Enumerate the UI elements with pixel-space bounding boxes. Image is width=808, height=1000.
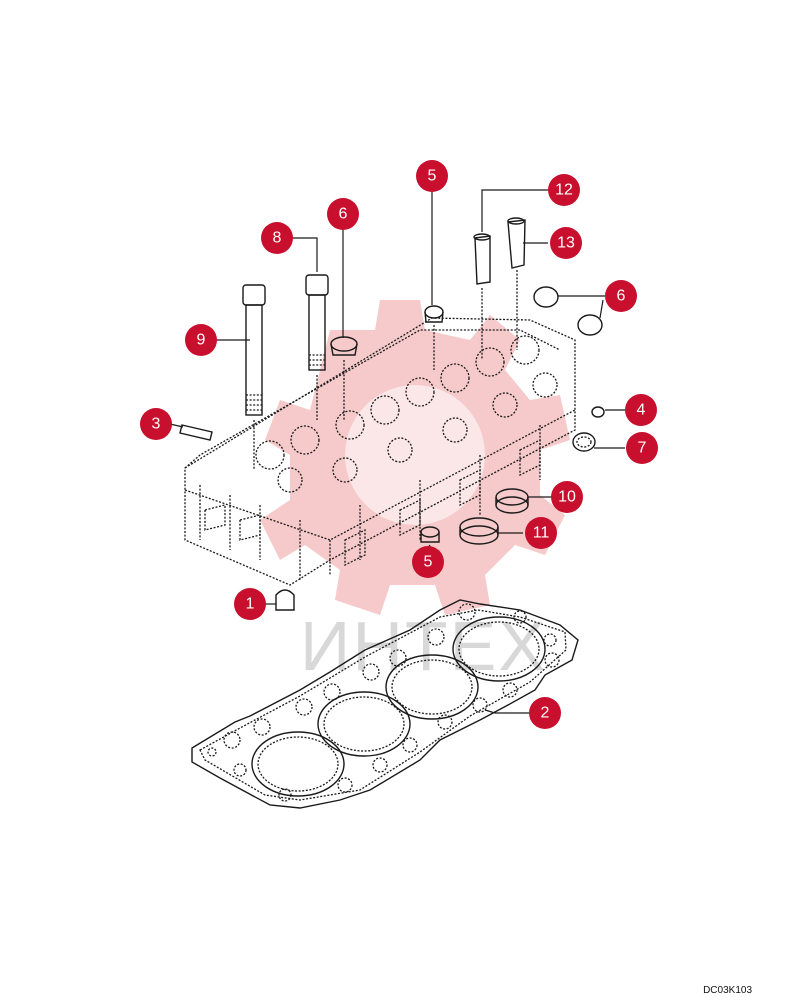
callouts: 5 12 6 8 13 6 9 4 3 7 10 11 5 1 2 — [140, 160, 658, 729]
callout-9[interactable]: 9 — [185, 324, 217, 356]
head-bolt-long — [242, 284, 266, 470]
svg-text:6: 6 — [617, 288, 626, 305]
dowel-pin — [179, 424, 213, 441]
svg-text:12: 12 — [555, 182, 573, 199]
callout-6-left[interactable]: 6 — [327, 198, 359, 230]
svg-text:11: 11 — [533, 525, 550, 542]
svg-text:7: 7 — [638, 440, 647, 457]
callout-5-top[interactable]: 5 — [416, 160, 448, 192]
svg-text:4: 4 — [637, 402, 646, 419]
callout-7[interactable]: 7 — [626, 432, 658, 464]
svg-text:2: 2 — [541, 705, 550, 722]
head-gasket — [191, 599, 579, 809]
svg-text:5: 5 — [428, 168, 437, 185]
valve-stem-seal — [330, 336, 358, 420]
svg-text:8: 8 — [273, 230, 282, 247]
injector-sleeve — [473, 233, 491, 360]
head-bolt-short — [305, 274, 329, 420]
diagram-code: DC03K103 — [703, 985, 752, 996]
callout-13[interactable]: 13 — [550, 227, 582, 259]
cylinder-head — [184, 317, 576, 586]
callout-1[interactable]: 1 — [234, 588, 266, 620]
callout-12[interactable]: 12 — [548, 174, 580, 206]
svg-text:6: 6 — [339, 206, 348, 223]
large-ring — [459, 517, 499, 545]
cap-nut — [275, 589, 295, 611]
svg-text:10: 10 — [558, 489, 576, 506]
glow-plug-tube — [507, 217, 526, 350]
watermark-logo: ИНТЕХ — [260, 300, 570, 685]
seal-top — [424, 305, 444, 370]
svg-text:9: 9 — [197, 332, 206, 349]
svg-text:13: 13 — [557, 235, 575, 252]
callout-3[interactable]: 3 — [140, 408, 172, 440]
callout-10[interactable]: 10 — [551, 481, 583, 513]
callout-11[interactable]: 11 — [525, 517, 557, 549]
callout-8[interactable]: 8 — [261, 222, 293, 254]
watermark-text: ИНТЕХ — [300, 607, 547, 685]
callout-6-right[interactable]: 6 — [605, 280, 637, 312]
leader-lines — [169, 189, 625, 714]
callout-5-bottom[interactable]: 5 — [412, 546, 444, 578]
callout-4[interactable]: 4 — [625, 394, 657, 426]
svg-text:5: 5 — [424, 554, 433, 571]
svg-text:3: 3 — [152, 416, 161, 433]
svg-text:1: 1 — [246, 596, 255, 613]
bushing — [420, 526, 440, 543]
callout-2[interactable]: 2 — [529, 697, 561, 729]
seal-ring — [572, 432, 596, 452]
small-plug — [591, 406, 605, 418]
expansion-plug — [533, 286, 603, 336]
